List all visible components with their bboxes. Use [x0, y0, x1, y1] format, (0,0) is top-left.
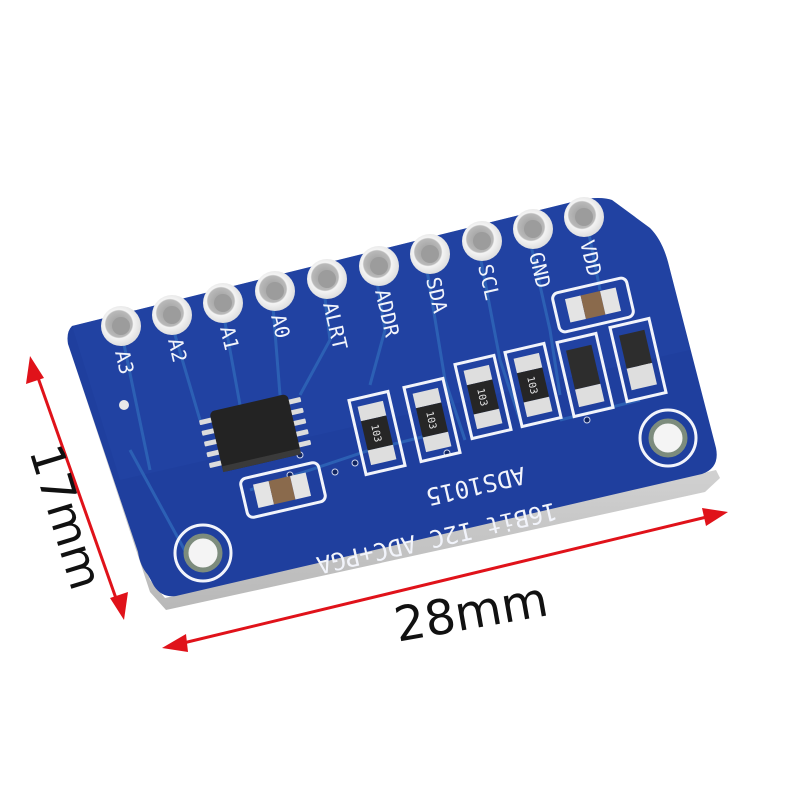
resistor-r3: 103 [453, 353, 513, 441]
resistor-code: 103 [368, 423, 383, 443]
resistor-r2: 103 [402, 376, 462, 464]
resistor-code: 103 [423, 410, 438, 430]
dimension-arrow-width [162, 508, 728, 652]
pin-pad-a0 [255, 271, 295, 311]
smd-component-d2 [608, 316, 668, 404]
pin-pad-gnd [513, 209, 553, 249]
resistor-r4: 103 [503, 341, 563, 429]
pin-pad-sda [410, 234, 450, 274]
capacitor-c1 [239, 461, 327, 519]
mounting-hole-right [638, 408, 698, 468]
pin-pads [101, 197, 604, 346]
pin-pad-scl [462, 221, 502, 261]
smd-component-d1 [555, 331, 615, 419]
pin-label-a1: A1 [215, 324, 244, 353]
pin-label-a3: A3 [110, 348, 139, 377]
pin-pad-alrt [307, 259, 347, 299]
resistor-code: 103 [474, 387, 489, 407]
resistor-code: 103 [524, 375, 539, 395]
pin-pad-a3 [101, 306, 141, 346]
pin-pad-addr [359, 246, 399, 286]
pin-label-a0: A0 [266, 312, 295, 341]
ads1015-chip [199, 394, 312, 473]
pin-pad-a2 [152, 295, 192, 335]
mounting-hole-left [173, 523, 233, 583]
resistor-r1: 103 [347, 389, 407, 477]
board-edge [66, 338, 720, 610]
pin-pad-vdd [564, 197, 604, 237]
capacitor-c2 [551, 276, 635, 334]
pin-pad-a1 [203, 283, 243, 323]
dimension-arrow-height [26, 356, 128, 620]
pin-label-a2: A2 [163, 336, 192, 365]
